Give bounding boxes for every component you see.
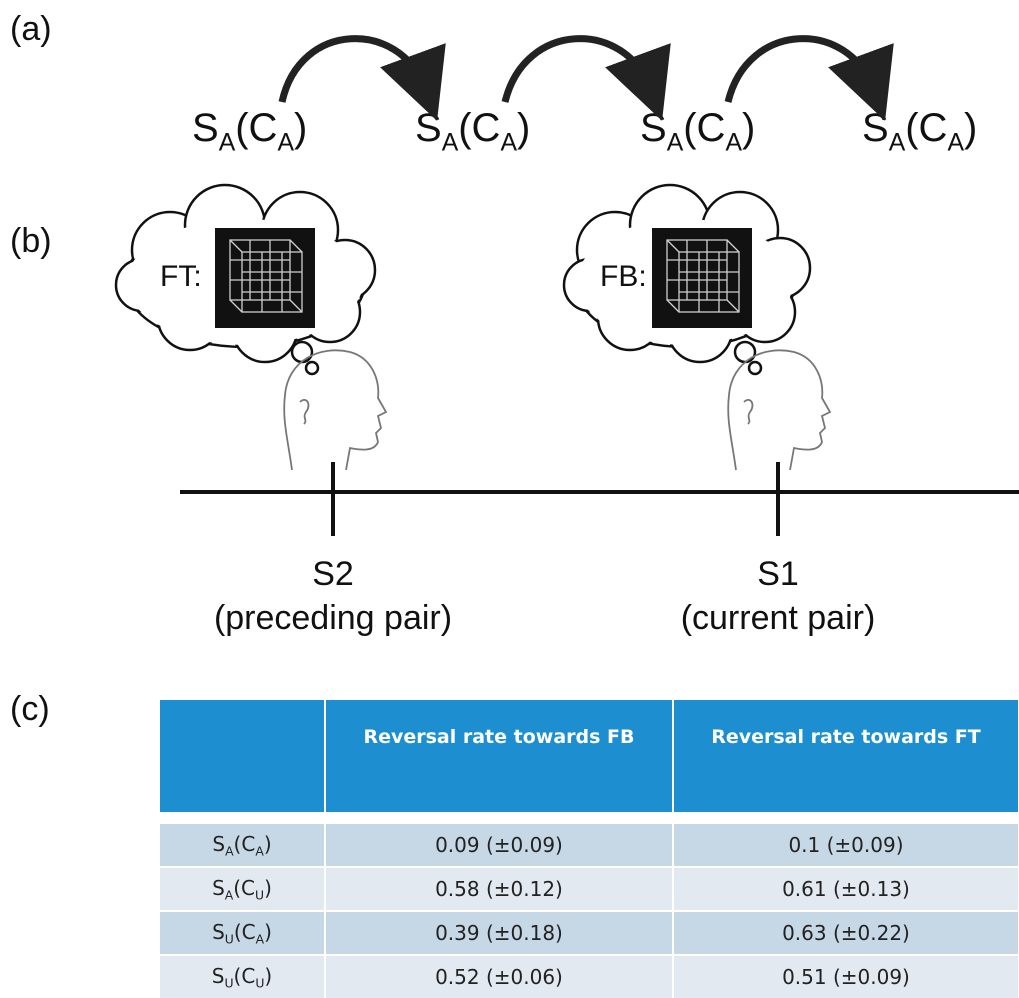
table-header-row: Reversal rate towards FB Reversal rate t…	[160, 700, 1019, 812]
table-row: SU(CU) 0.52 (±0.06) 0.51 (±0.09)	[160, 954, 1019, 998]
row-fb-value: 0.39 (±0.18)	[325, 910, 674, 955]
row-state: SU(CU)	[160, 954, 326, 998]
row-state: SA(CA)	[160, 822, 326, 867]
row-ft-value: 0.1 (±0.09)	[672, 822, 1019, 867]
row-ft-value: 0.51 (±0.09)	[672, 954, 1019, 998]
transition-arrow-3	[724, 35, 894, 121]
tick-desc-s2: (preceding pair)	[213, 599, 453, 638]
row-fb-value: 0.52 (±0.06)	[325, 954, 674, 998]
state-label-1: SA(CA)	[192, 106, 308, 157]
transition-arrow-2	[501, 35, 671, 121]
tick-label-s2: S2 (preceding pair)	[183, 552, 483, 640]
tick-name-s1: S1	[757, 555, 799, 593]
panel-label-a: (a)	[10, 10, 52, 48]
state-label-4: SA(CA)	[862, 106, 978, 157]
table-header-ft: Reversal rate towards FT	[672, 700, 1019, 812]
table-row: SA(CA) 0.09 (±0.09) 0.1 (±0.09)	[160, 822, 1019, 867]
tick-name-s2: S2	[312, 555, 354, 593]
table-row: SU(CA) 0.39 (±0.18) 0.63 (±0.22)	[160, 910, 1019, 955]
tick-desc-s1: (current pair)	[680, 599, 876, 638]
state-label-3: SA(CA)	[640, 106, 756, 157]
tick-label-s1: S1 (current pair)	[628, 552, 928, 640]
row-state: SU(CA)	[160, 910, 326, 955]
cube-figure-left	[215, 228, 315, 328]
table-row: SA(CU) 0.58 (±0.12) 0.61 (±0.13)	[160, 866, 1019, 911]
table-header-fb: Reversal rate towards FB	[325, 700, 674, 812]
panel-label-b: (b)	[10, 222, 52, 260]
head-icon-right	[727, 349, 832, 471]
thought-text-left: FT:	[160, 260, 202, 293]
row-state: SA(CU)	[160, 866, 326, 911]
row-ft-value: 0.63 (±0.22)	[672, 910, 1019, 955]
panel-label-c: (c)	[10, 690, 50, 728]
thought-text-right: FB:	[600, 260, 647, 293]
cube-figure-right	[652, 228, 752, 328]
head-icon-left	[283, 349, 388, 471]
row-fb-value: 0.09 (±0.09)	[325, 822, 674, 867]
row-fb-value: 0.58 (±0.12)	[325, 866, 674, 911]
row-ft-value: 0.61 (±0.13)	[672, 866, 1019, 911]
reversal-rate-table: Reversal rate towards FB Reversal rate t…	[160, 700, 1019, 998]
state-label-2: SA(CA)	[415, 106, 531, 157]
table-header-empty	[160, 700, 326, 812]
transition-arrow-1	[278, 35, 446, 121]
